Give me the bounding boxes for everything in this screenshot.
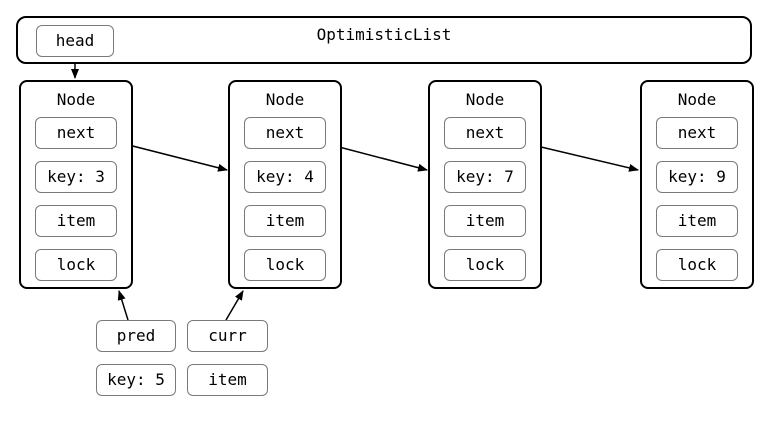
node-lock-field: lock (244, 249, 326, 281)
optimistic-list-container: OptimisticList (16, 16, 752, 64)
node-4: Node next key: 9 item lock (640, 80, 754, 289)
node-item-field: item (444, 205, 526, 237)
node-lock-field: lock (656, 249, 738, 281)
curr-item-field: item (187, 364, 268, 396)
node-title: Node (677, 90, 717, 109)
node-next-field: next (656, 117, 738, 149)
node-next-field: next (444, 117, 526, 149)
node-key-field: key: 7 (444, 161, 526, 193)
node-item-field: item (244, 205, 326, 237)
node-item-field: item (35, 205, 117, 237)
node-lock-field: lock (444, 249, 526, 281)
curr-field: curr (187, 320, 268, 352)
next-arrow-node1-node2 (116, 141, 228, 172)
pred-field: pred (96, 320, 176, 352)
node-next-field: next (35, 117, 117, 149)
node-lock-field: lock (35, 249, 117, 281)
head-field: head (36, 25, 114, 57)
node-2: Node next key: 4 item lock (228, 80, 342, 289)
node-title: Node (465, 90, 505, 109)
node-title: Node (56, 90, 96, 109)
node-key-field: key: 3 (35, 161, 117, 193)
list-title: OptimisticList (316, 25, 452, 44)
pred-key-field: key: 5 (96, 364, 176, 396)
node-key-field: key: 4 (244, 161, 326, 193)
node-key-field: key: 9 (656, 161, 738, 193)
pred-pointer-arrow (117, 290, 129, 321)
node-next-field: next (244, 117, 326, 149)
node-3: Node next key: 7 item lock (428, 80, 542, 289)
node-item-field: item (656, 205, 738, 237)
node-1: Node next key: 3 item lock (19, 80, 133, 289)
node-title: Node (265, 90, 305, 109)
curr-pointer-arrow (225, 290, 244, 321)
